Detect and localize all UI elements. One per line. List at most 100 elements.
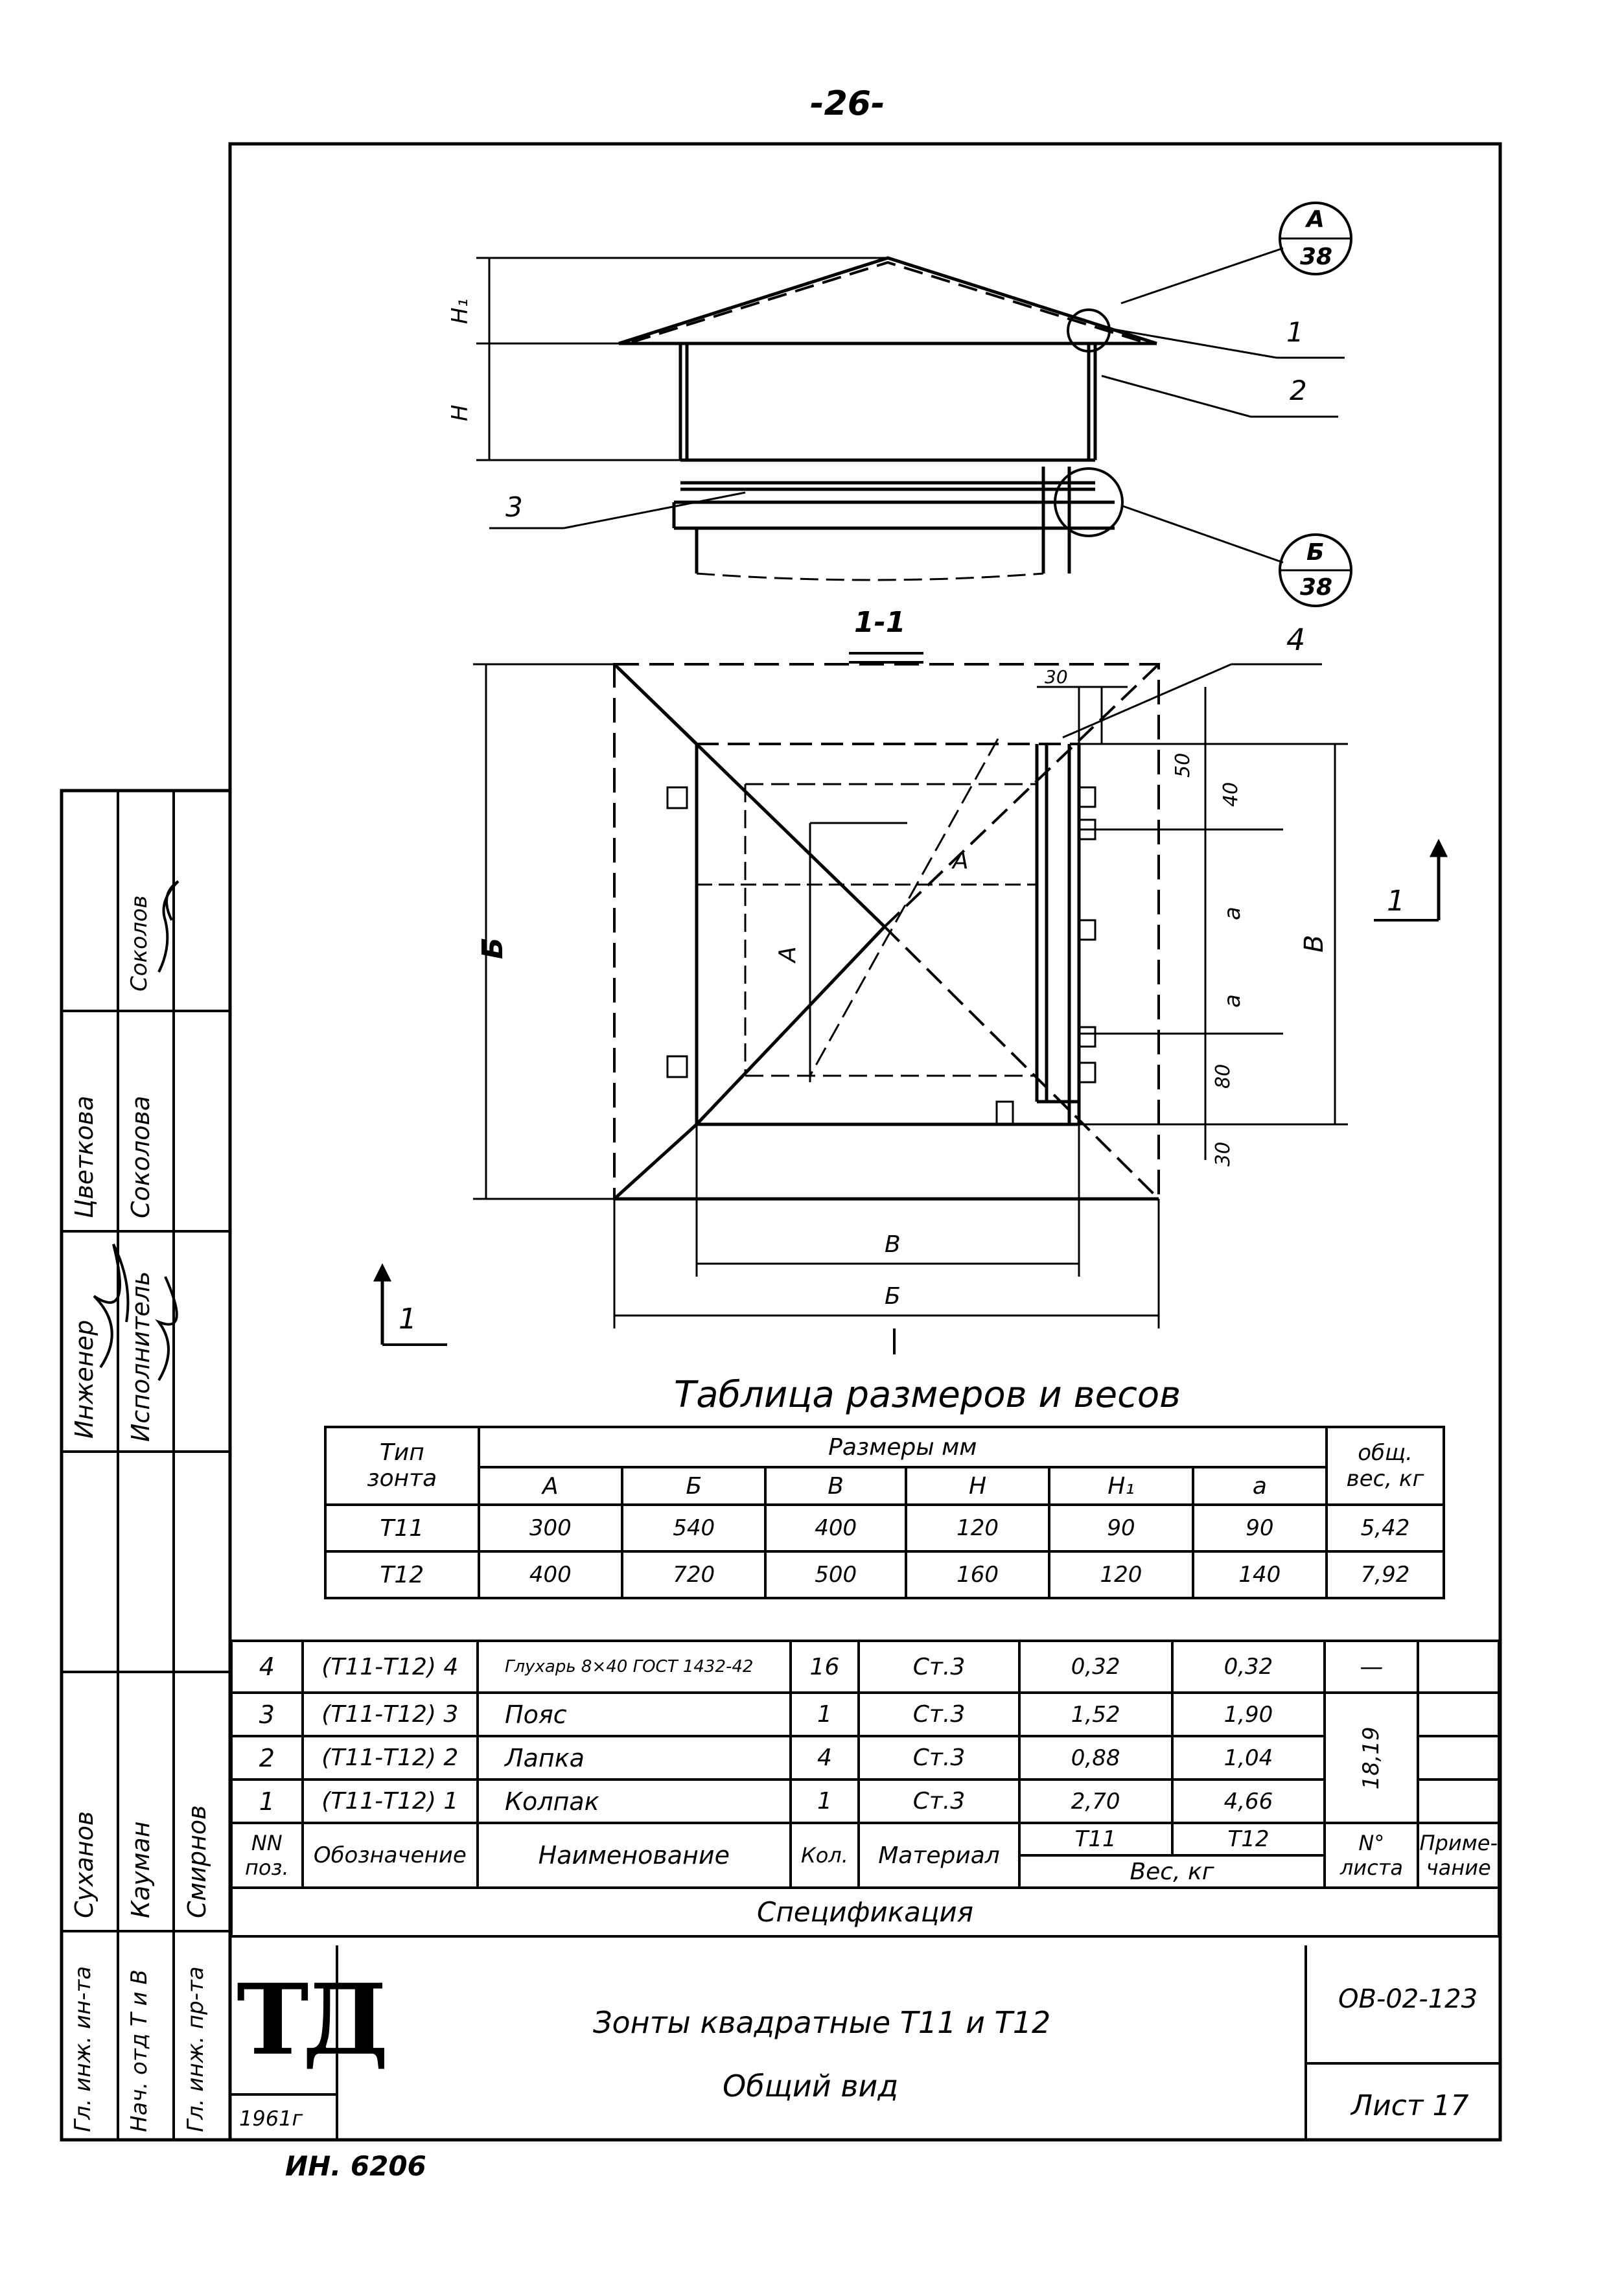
sheet-number: Лист 17 xyxy=(1351,2089,1469,2122)
spec-qty: 4 xyxy=(789,1735,861,1781)
section-label: 1-1 xyxy=(854,606,906,639)
title-block: ТД 1961г Зонты квадратные Т11 и Т12 Общи… xyxy=(230,1945,1500,2140)
table-cell: 120 xyxy=(904,1503,1051,1553)
year: 1961г xyxy=(239,2106,303,2131)
table-cell: 160 xyxy=(904,1550,1051,1599)
sizes-head-sizes: Размеры мм xyxy=(477,1426,1328,1468)
spec-name: Колпак xyxy=(476,1778,792,1824)
table-row: 3 (Т11-Т12) 3 Пояс 1 Ст.3 1,52 1,90 18,1… xyxy=(230,1691,1500,1824)
spec-note xyxy=(1417,1640,1500,1694)
table-cell: 500 xyxy=(764,1550,907,1599)
spec-pos: 1 xyxy=(230,1778,304,1824)
spec-head-material: Материал xyxy=(857,1822,1021,1889)
title-block-lines xyxy=(230,1945,1500,2140)
dim-h1: Н₁ xyxy=(447,298,473,324)
spec-note xyxy=(1417,1735,1500,1781)
spec-sheet-merged: 18,19 xyxy=(1323,1691,1420,1824)
table-cell: 90 xyxy=(1048,1503,1194,1553)
sizes-table-title: Таблица размеров и весов xyxy=(674,1374,1181,1416)
spec-pos: 2 xyxy=(230,1735,304,1781)
plan-view xyxy=(373,663,1448,1354)
spec-weight-t12: 1,04 xyxy=(1170,1735,1327,1781)
dim-a1: а xyxy=(1220,907,1246,920)
drawing-code: ОВ-02-123 xyxy=(1338,1984,1478,2014)
spec-pos: 3 xyxy=(230,1691,304,1737)
dim-50: 50 xyxy=(1172,752,1194,778)
spec-material: Ст.3 xyxy=(857,1778,1021,1824)
table-cell: 5,42 xyxy=(1325,1503,1446,1553)
spec-caption: Спецификация xyxy=(230,1886,1500,1938)
spec-table: 4 (Т11-Т12) 4 Глухарь 8×40 ГОСТ 1432-42 … xyxy=(230,1640,1500,1938)
spec-weight-t11: 0,88 xyxy=(1017,1735,1174,1781)
table-cell: 140 xyxy=(1191,1550,1328,1599)
dim-a2: а xyxy=(1220,994,1246,1008)
table-cell: 7,92 xyxy=(1325,1550,1446,1599)
spec-head-designation: Обозначение xyxy=(301,1822,480,1889)
inventory-number: ИН. 6206 xyxy=(285,2150,426,2182)
spec-qty: 16 xyxy=(789,1640,861,1694)
spec-weight-t12: 1,90 xyxy=(1170,1691,1327,1737)
pos-label-2: 2 xyxy=(1290,375,1307,406)
signatures xyxy=(93,880,180,1382)
spec-weight-t12: 4,66 xyxy=(1170,1778,1327,1824)
callout-b-bottom: 38 xyxy=(1300,574,1333,601)
spec-designation: (Т11-Т12) 2 xyxy=(301,1735,480,1781)
spec-head-name: Наименование xyxy=(476,1822,792,1889)
sizes-col-h1: Н₁ xyxy=(1048,1466,1194,1506)
pos-label-1: 1 xyxy=(1286,316,1304,348)
drawing-title-line1: Зонты квадратные Т11 и Т12 xyxy=(593,2005,1051,2040)
spec-weight-t11: 0,32 xyxy=(1017,1640,1174,1694)
table-row: 1 (Т11-Т12) 1 Колпак 1 Ст.3 2,70 4,66 xyxy=(230,1778,1500,1824)
spec-designation: (Т11-Т12) 1 xyxy=(301,1778,480,1824)
stamp-name-kauman: Кауман xyxy=(126,1821,155,1918)
spec-sheet: — xyxy=(1323,1640,1420,1694)
spec-pos: 4 xyxy=(230,1640,304,1694)
dim-h: Н xyxy=(447,404,473,421)
logo: ТД xyxy=(237,1963,389,2077)
spec-weight-t11: 1,52 xyxy=(1017,1691,1174,1737)
table-cell: 300 xyxy=(477,1503,624,1553)
table-cell: 120 xyxy=(1048,1550,1194,1599)
table-cell: Т12 xyxy=(324,1550,480,1599)
sizes-col-a: А xyxy=(477,1466,624,1506)
sizes-col-b: Б xyxy=(621,1466,767,1506)
spec-head-note: Приме-чание xyxy=(1417,1822,1500,1889)
dim-b-left-big: Б xyxy=(476,937,509,959)
spec-weight-t11: 2,70 xyxy=(1017,1778,1174,1824)
spec-head-sheet: N°листа xyxy=(1323,1822,1420,1889)
sizes-head-weight: общ.вес, кг xyxy=(1325,1426,1446,1506)
spec-head-t11: Т11 xyxy=(1017,1822,1174,1857)
stamp-role-head-dept: Нач. отд Т и В xyxy=(126,1969,152,2132)
table-cell: 90 xyxy=(1191,1503,1328,1553)
table-cell: 400 xyxy=(477,1550,624,1599)
dim-40: 40 xyxy=(1220,782,1242,807)
elevation-view xyxy=(476,202,1352,664)
spec-name: Пояс xyxy=(476,1691,792,1737)
dim-30-top: 30 xyxy=(1045,666,1068,688)
spec-note xyxy=(1417,1691,1500,1737)
stamp-role-chief-institute: Гл. инж. ин-та xyxy=(70,1966,96,2132)
table-row: 4 (Т11-Т12) 4 Глухарь 8×40 ГОСТ 1432-42 … xyxy=(230,1640,1500,1694)
spec-name: Лапка xyxy=(476,1735,792,1781)
table-row: 2 (Т11-Т12) 2 Лапка 4 Ст.3 0,88 1,04 xyxy=(230,1735,1500,1781)
stamp-role-chief-project: Гл. инж. пр-та xyxy=(183,1966,209,2132)
pos-label-4: 4 xyxy=(1286,622,1306,657)
spec-weight-t12: 0,32 xyxy=(1170,1640,1327,1694)
dim-b-bottom-big: Б xyxy=(885,1283,901,1310)
drawing-title-line2: Общий вид xyxy=(723,2069,899,2104)
spec-name: Глухарь 8×40 ГОСТ 1432-42 xyxy=(476,1640,792,1694)
dim-30-bottom: 30 xyxy=(1212,1141,1235,1166)
dim-80: 80 xyxy=(1212,1063,1235,1089)
table-cell: Т11 xyxy=(324,1503,480,1553)
callout-b-top: Б xyxy=(1306,539,1325,566)
dim-a-diag: А xyxy=(953,848,969,874)
callout-a-bottom: 38 xyxy=(1300,244,1333,270)
table-cell: 540 xyxy=(621,1503,767,1553)
spec-designation: (Т11-Т12) 4 xyxy=(301,1640,480,1694)
spec-qty: 1 xyxy=(789,1778,861,1824)
table-cell: 400 xyxy=(764,1503,907,1553)
